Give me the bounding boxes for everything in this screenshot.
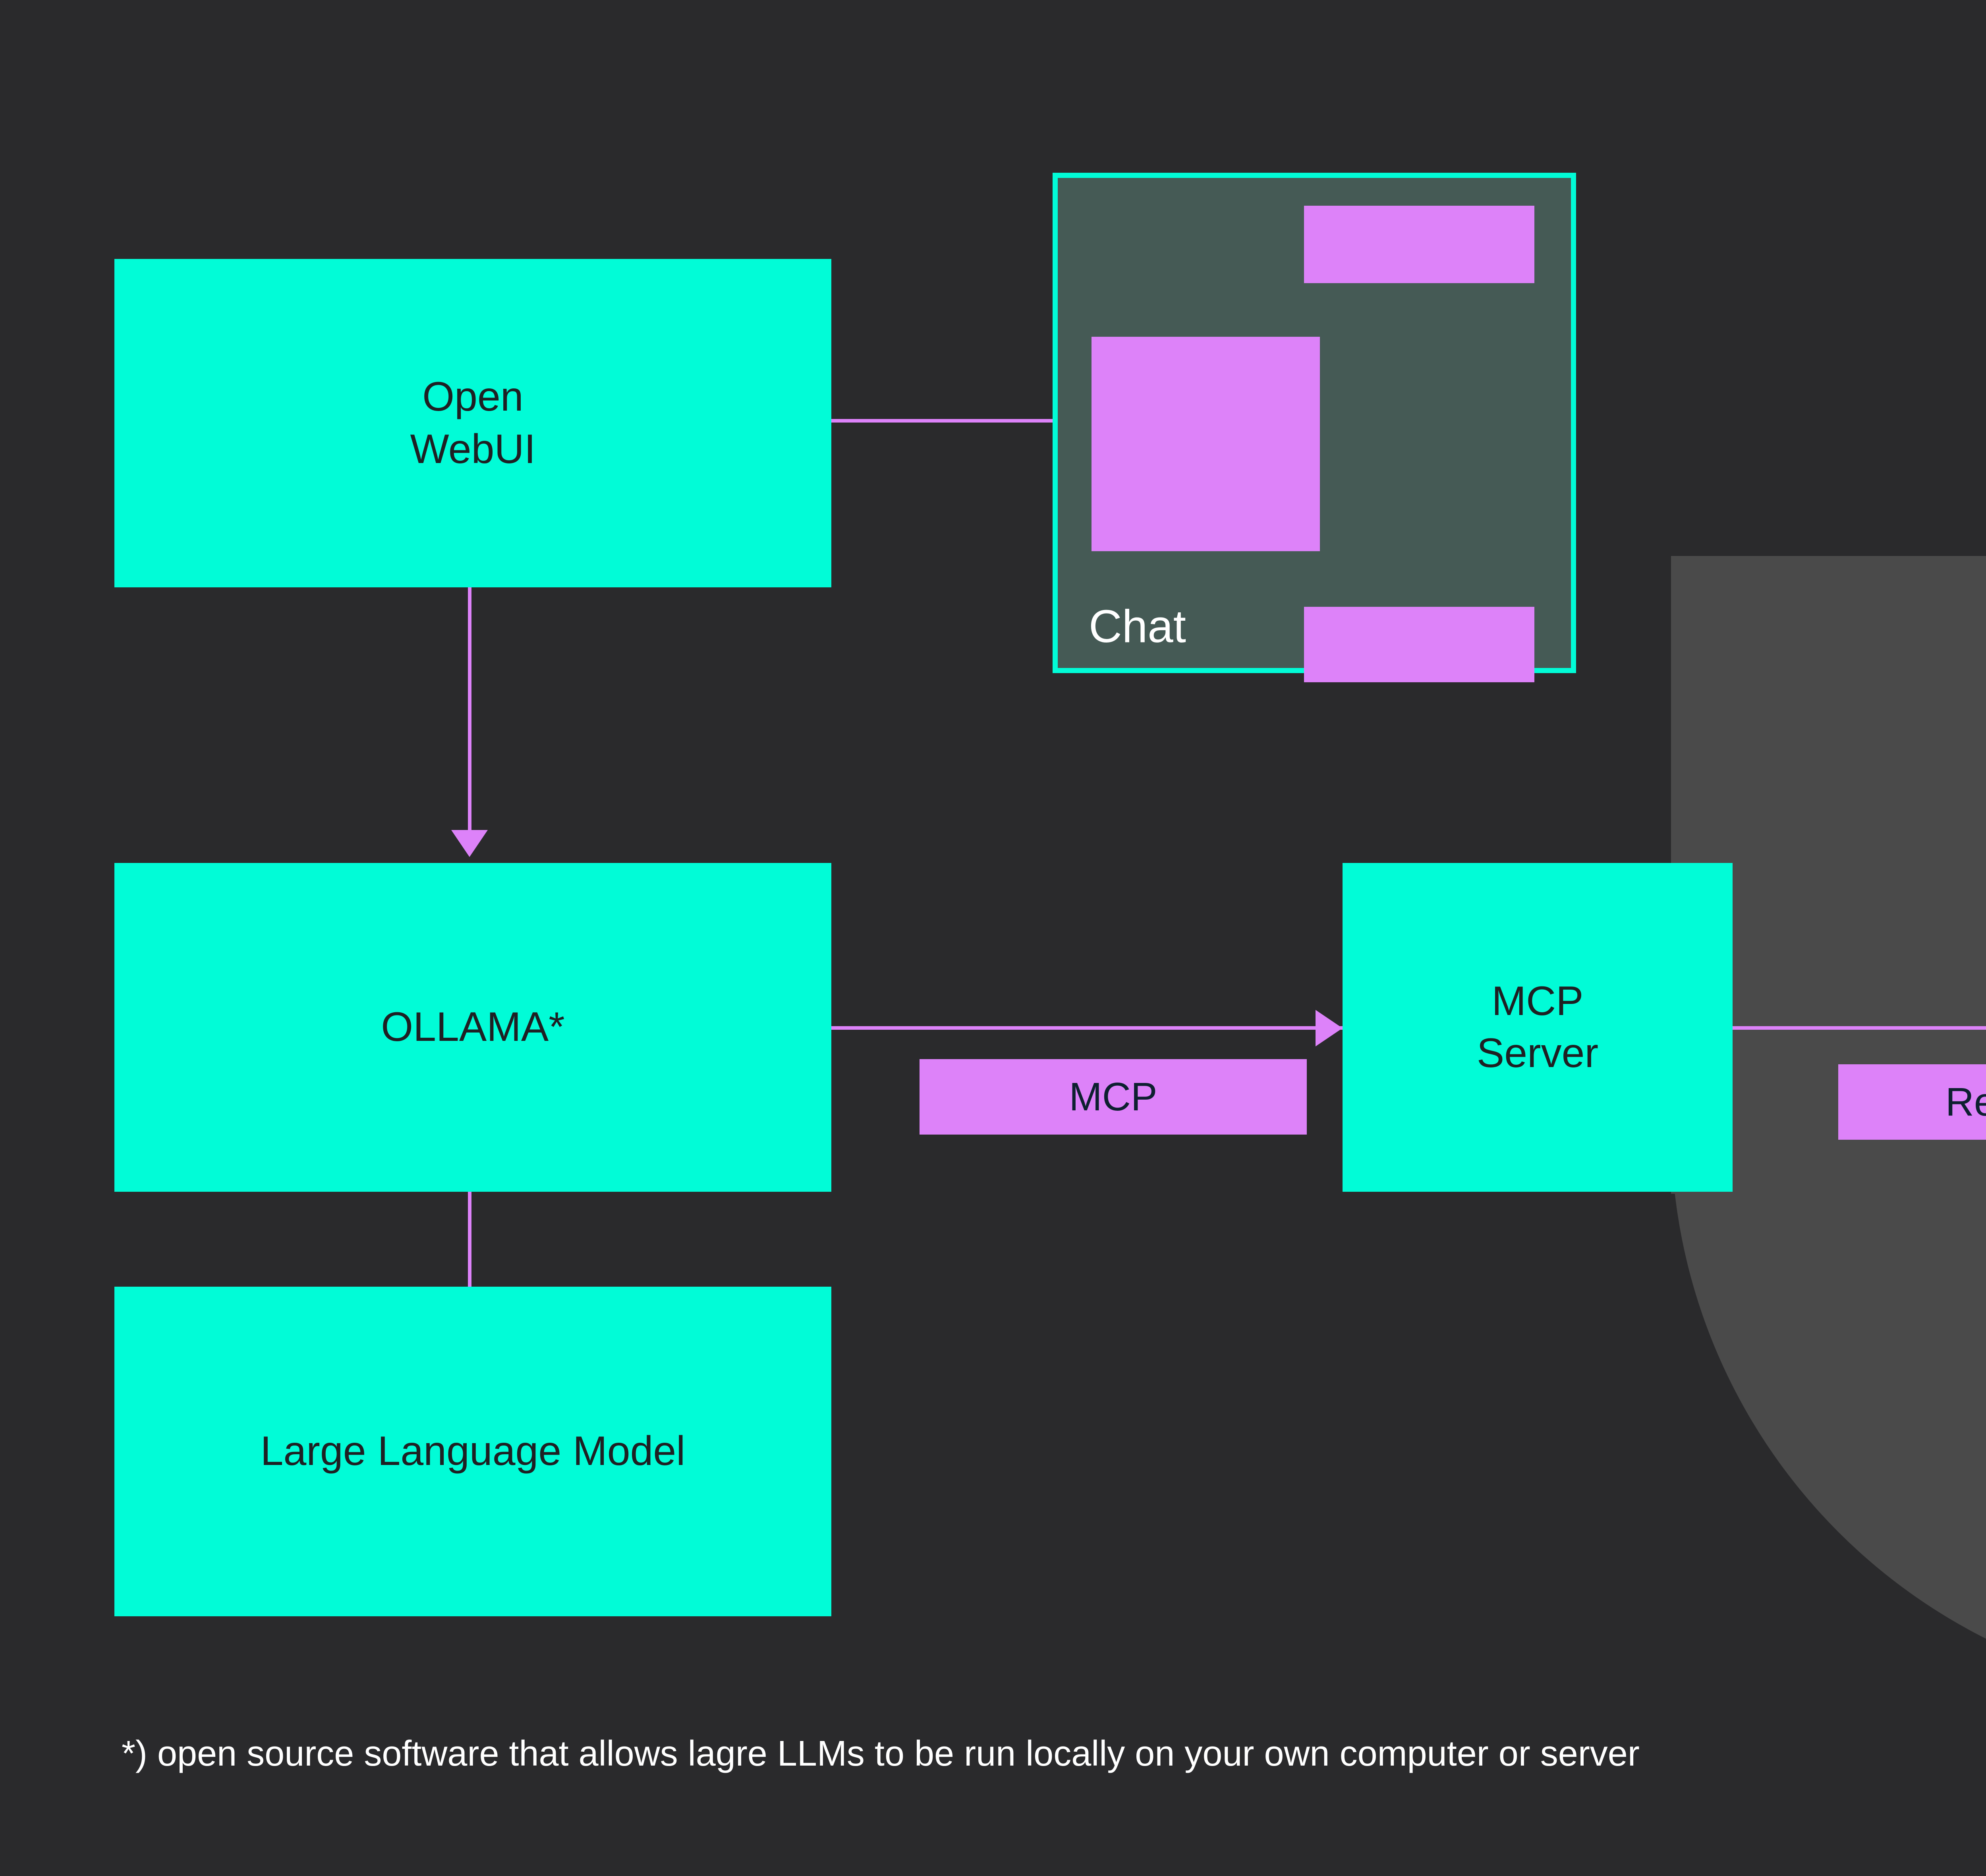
node-open-webui[interactable]: Open WebUI [114,259,831,587]
chat-bubble-middle-left [1092,337,1320,551]
connector-mcpserver-backend [1733,1026,1986,1030]
chat-panel-label: Chat [1089,600,1186,652]
chat-panel[interactable]: Chat [1053,173,1576,682]
chat-bubble-top-right [1304,206,1534,283]
arrowhead-openwebui-ollama [451,830,488,857]
node-mcp-server[interactable]: MCP Server [1343,863,1733,1192]
edge-tag-mcp: MCP [920,1059,1307,1135]
arrowhead-ollama-mcpserver [1316,1010,1343,1046]
node-ollama[interactable]: OLLAMA* [114,863,831,1192]
connector-ollama-mcpserver [830,1026,1343,1030]
connector-ollama-llm [468,1191,471,1287]
node-large-language-model[interactable]: Large Language Model [114,1287,831,1616]
footnote-text: *) open source software that allows lagr… [122,1734,1640,1774]
edge-tag-rest-backend: Rest [1838,1064,1986,1140]
connector-openwebui-ollama [468,587,471,839]
chat-bubble-bottom-right [1304,607,1534,682]
connector-openwebui-chat [830,419,1057,423]
